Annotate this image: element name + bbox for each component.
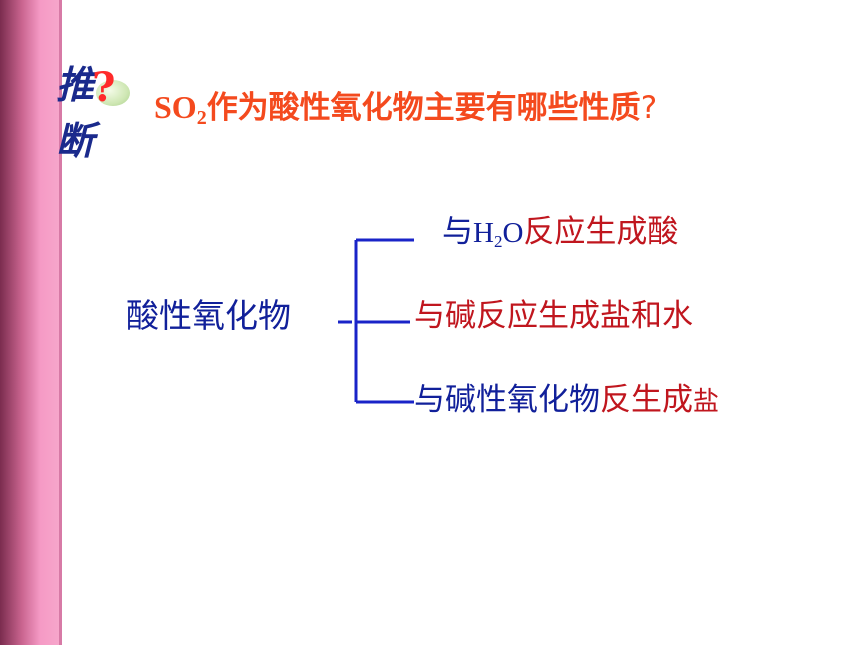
badge-char-2: 断 bbox=[56, 119, 95, 163]
badge-char-1: 推 bbox=[56, 63, 95, 107]
speech-bubble-icon bbox=[96, 80, 130, 106]
property-item-basic-oxide: 与碱性氧化物反生成盐 bbox=[414, 382, 720, 418]
page-title: SO2作为酸性氧化物主要有哪些性质? bbox=[154, 88, 657, 130]
property-item-base: 与碱反应生成盐和水 bbox=[414, 298, 693, 334]
inference-badge: 推 ? 断 bbox=[56, 62, 146, 172]
subject-label: 酸性氧化物 bbox=[126, 296, 291, 335]
decorative-sidebar bbox=[0, 0, 62, 645]
title-formula: SO2 bbox=[154, 89, 207, 129]
title-text: 作为酸性氧化物主要有哪些性质 bbox=[206, 90, 641, 126]
question-mark-icon: ? bbox=[92, 64, 116, 111]
title-question-mark: ? bbox=[640, 90, 658, 126]
property-item-water: 与H2O反应生成酸 bbox=[442, 214, 679, 251]
water-formula: H2O bbox=[473, 217, 524, 251]
